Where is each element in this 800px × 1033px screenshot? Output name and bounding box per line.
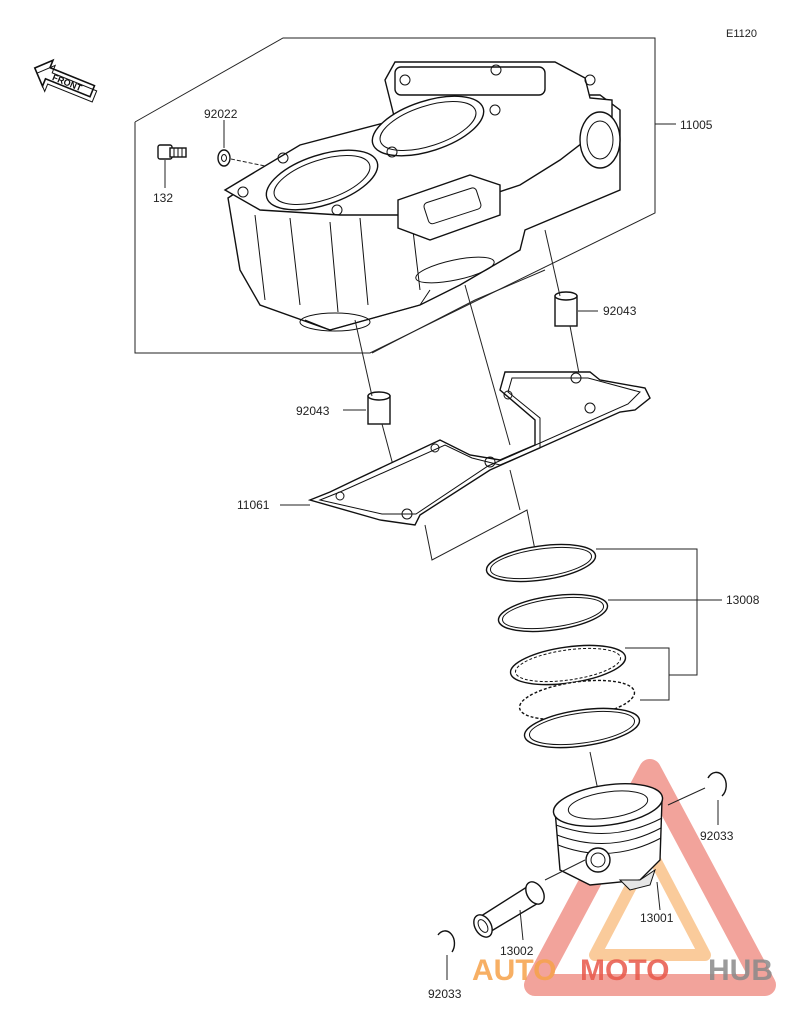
diagram-code: E1120 — [726, 28, 757, 40]
label-132: 132 — [153, 191, 173, 205]
svg-text:MOTO: MOTO — [580, 954, 669, 987]
label-13002: 13002 — [500, 944, 534, 958]
dowel-pin-lower[interactable] — [367, 391, 391, 425]
label-92043-lower: 92043 — [296, 404, 330, 418]
bolt-132[interactable] — [157, 144, 187, 160]
piston-rings-13008[interactable] — [484, 539, 642, 754]
svg-text:HUB: HUB — [708, 954, 773, 987]
label-13001: 13001 — [640, 911, 674, 925]
watermark-text: AUTO MOTO HUB — [472, 954, 773, 987]
label-11005: 11005 — [680, 118, 713, 132]
label-92022: 92022 — [204, 107, 238, 121]
svg-text:AUTO: AUTO — [472, 954, 556, 987]
label-92033-left: 92033 — [428, 987, 462, 1001]
cylinder-block[interactable] — [223, 61, 621, 332]
label-92033-right: 92033 — [700, 829, 734, 843]
front-arrow-icon: FRONT — [33, 58, 98, 103]
dowel-pin-upper[interactable] — [554, 291, 578, 327]
label-92043-upper: 92043 — [603, 304, 637, 318]
base-gasket-11061[interactable] — [307, 371, 651, 526]
label-11061: 11061 — [237, 498, 270, 512]
piston-pin-13002[interactable] — [470, 879, 548, 941]
cylinder-group-frame — [134, 37, 656, 354]
circlip-left-92033[interactable] — [437, 930, 456, 953]
piston-13001[interactable] — [551, 778, 665, 891]
label-13008: 13008 — [726, 593, 760, 607]
washer-92022[interactable] — [217, 149, 231, 167]
circlip-right-92033[interactable] — [707, 771, 727, 797]
